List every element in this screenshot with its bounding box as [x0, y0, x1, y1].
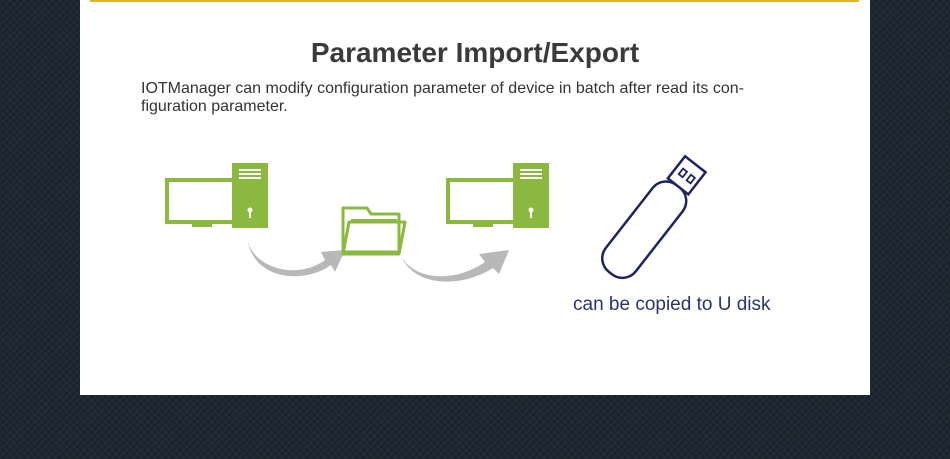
page-title: Parameter Import/Export	[310, 37, 640, 68]
computer-icon	[165, 163, 268, 228]
description-line-2: figuration parameter.	[141, 98, 288, 115]
top-accent-rule	[90, 0, 859, 2]
illustration	[165, 154, 708, 282]
usb-caption: can be copied to U disk	[573, 294, 771, 315]
arrow-icon	[247, 236, 345, 277]
computer-icon	[446, 163, 549, 228]
arrow-icon	[399, 246, 509, 282]
description-line-1: IOTManager can modify configuration para…	[141, 80, 744, 97]
usb-drive-icon	[601, 154, 708, 280]
description-text: IOTManager can modify configuration para…	[141, 80, 821, 116]
content-panel: Parameter Import/Export IOTManager can m…	[80, 0, 870, 395]
folder-icon	[341, 206, 407, 256]
